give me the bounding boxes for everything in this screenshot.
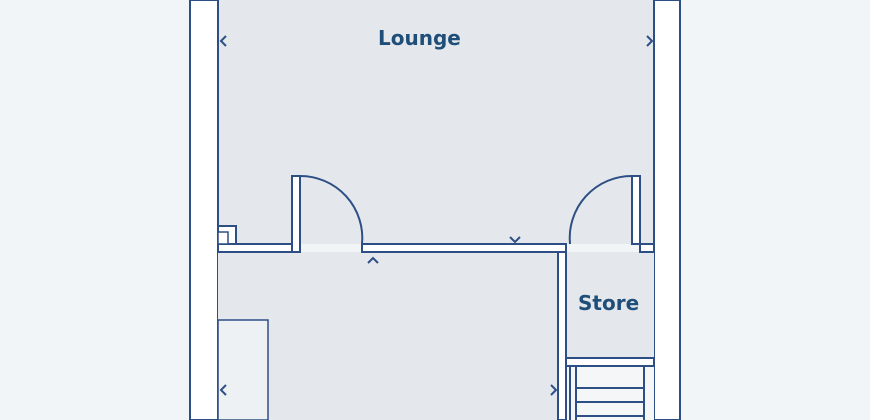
outer-wall-left (189, 0, 219, 420)
room-label-store: Store (578, 291, 640, 315)
door-swing-icon (568, 174, 641, 245)
room-label-lounge: Lounge (378, 26, 461, 50)
cabinet (217, 319, 269, 420)
store-floor (566, 252, 654, 358)
dimension-arrow-icon (219, 35, 654, 396)
lower-room-floor (218, 252, 558, 420)
outer-wall-right (653, 0, 681, 420)
door-swing-icon (291, 174, 364, 253)
store-wall-bottom (565, 357, 655, 367)
stairs-area (566, 366, 654, 420)
stairs-icon (569, 366, 645, 420)
interior-wall-vertical (557, 251, 567, 420)
